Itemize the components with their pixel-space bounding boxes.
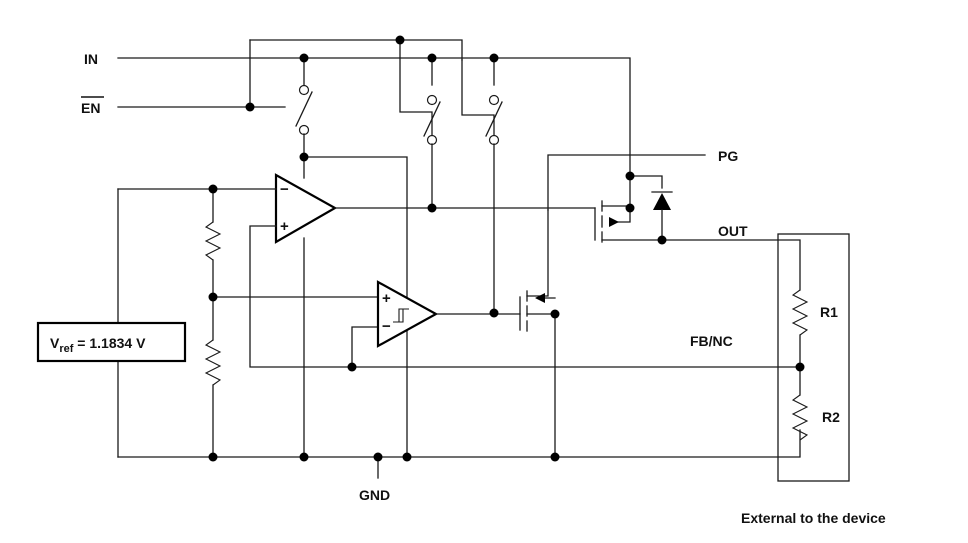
ground-rail bbox=[117, 429, 801, 479]
vref-value: = 1.1834 V bbox=[73, 335, 146, 351]
switch-3 bbox=[485, 94, 503, 314]
junction-dots bbox=[208, 35, 805, 462]
feedback-line bbox=[249, 225, 801, 368]
vref-label: Vref = 1.1834 V bbox=[50, 335, 146, 355]
vref-box: Vref = 1.1834 V bbox=[36, 321, 187, 363]
body-diode bbox=[651, 191, 673, 241]
external-divider bbox=[777, 233, 850, 482]
label-external: External to the device bbox=[741, 510, 886, 526]
pg-transistor bbox=[519, 154, 706, 458]
label-r2: R2 bbox=[822, 409, 840, 425]
label-gnd: GND bbox=[359, 487, 390, 503]
label-r1: R1 bbox=[820, 304, 838, 320]
switch-2 bbox=[423, 94, 441, 209]
comparator-plus: + bbox=[382, 290, 391, 307]
pass-transistor bbox=[594, 175, 801, 291]
enable-switch bbox=[295, 84, 313, 158]
vref-prefix: V bbox=[50, 335, 60, 351]
error-amplifier bbox=[274, 173, 596, 458]
label-in: IN bbox=[84, 51, 98, 67]
label-out: OUT bbox=[718, 223, 748, 239]
vref-subscript: ref bbox=[59, 343, 73, 355]
power-good-comparator bbox=[376, 280, 521, 348]
label-en: EN bbox=[81, 100, 100, 116]
label-pg: PG bbox=[718, 148, 738, 164]
error-amp-minus: − bbox=[280, 181, 289, 198]
error-amp-plus: + bbox=[280, 218, 289, 235]
comparator-minus: − bbox=[382, 318, 391, 335]
label-fb-nc: FB/NC bbox=[690, 333, 733, 349]
